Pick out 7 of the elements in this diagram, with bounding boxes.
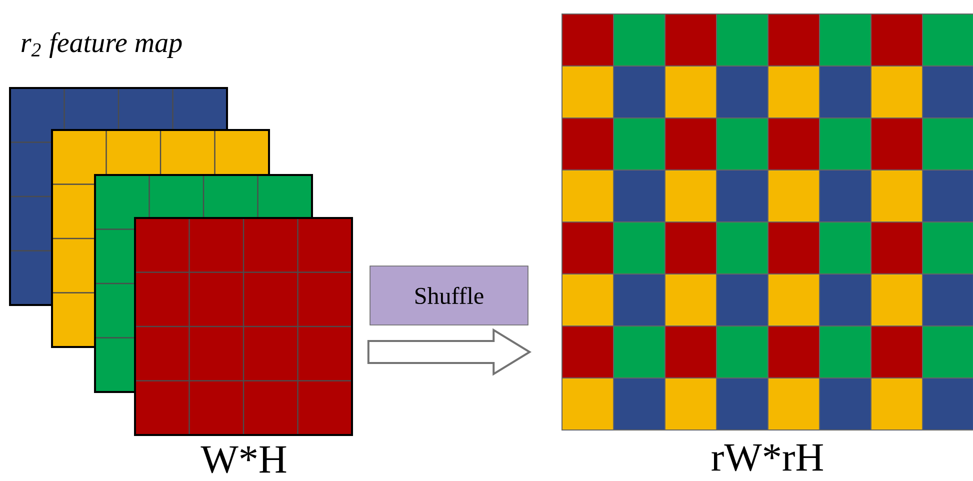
size-label: rW*rH — [712, 444, 823, 472]
title: r$_{2}$ feature map — [22, 32, 182, 58]
pixel-grid-drawing — [562, 14, 973, 430]
feature-map-stack-drawing — [9, 87, 353, 436]
size-label: W*H — [200, 446, 286, 474]
shuffle-box: Shuffle — [370, 266, 528, 326]
block-arrow — [367, 328, 532, 376]
